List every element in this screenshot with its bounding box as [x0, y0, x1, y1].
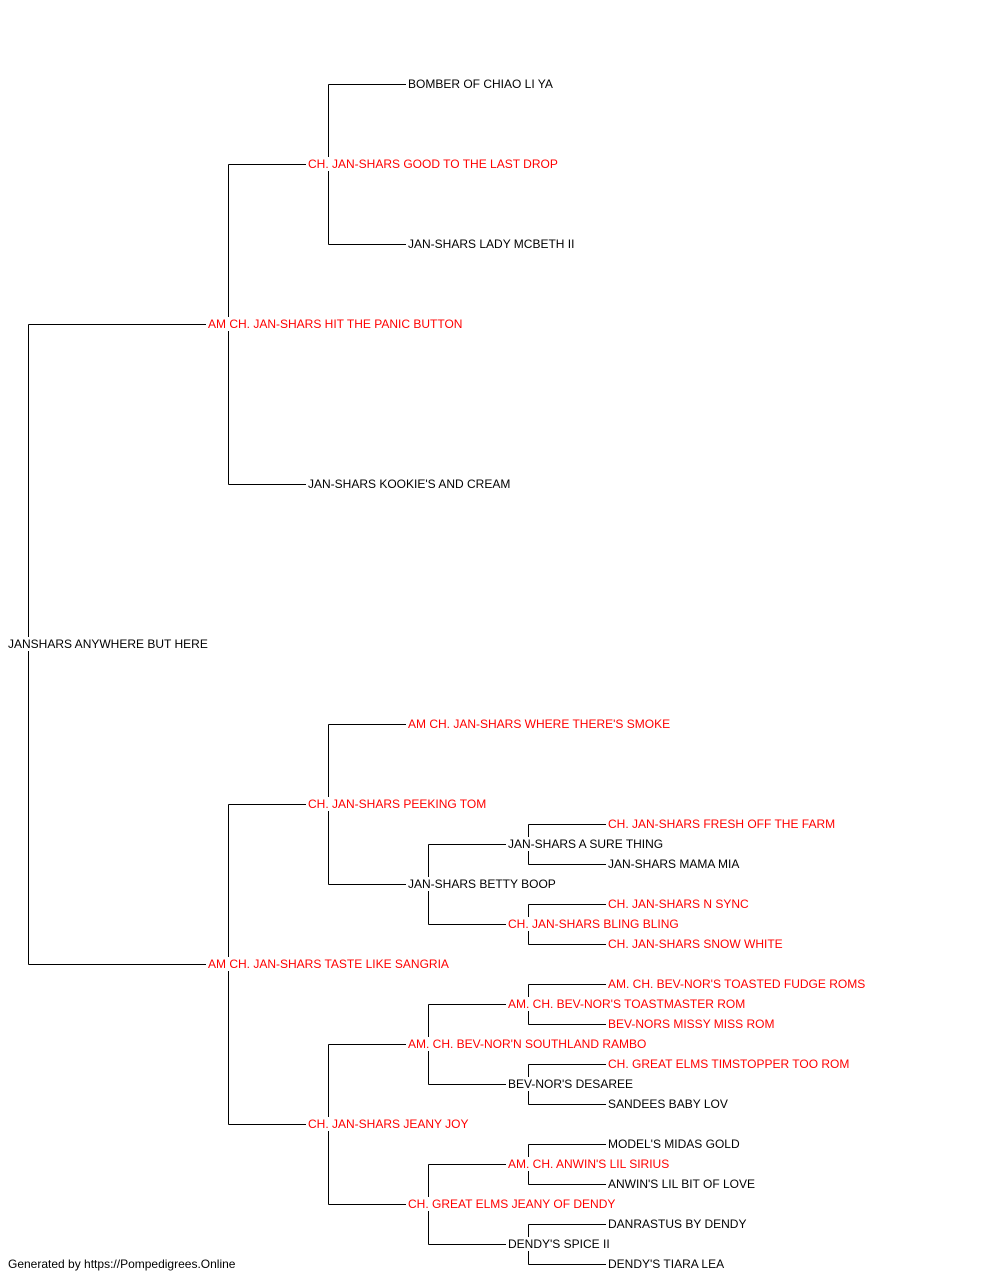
dam-dam-sire-sire-sire-name: AM. CH. BEV-NOR'S TOASTED FUDGE ROMS — [607, 977, 867, 991]
sire-sire-name: CH. JAN-SHARS GOOD TO THE LAST DROP — [307, 157, 559, 171]
dam-sire-dam-dam-sire-name: CH. JAN-SHARS N SYNC — [607, 897, 750, 911]
dam-dam-sire-dam-sire-name: CH. GREAT ELMS TIMSTOPPER TOO ROM — [607, 1057, 851, 1071]
dam-dam-sire-dam-name: BEV-NOR'S DESAREE — [507, 1077, 634, 1091]
dam-dam-name: CH. JAN-SHARS JEANY JOY — [307, 1117, 470, 1131]
sire-sire-dam-name: JAN-SHARS LADY MCBETH II — [407, 237, 576, 251]
dam-sire-dam-sire-dam-name: JAN-SHARS MAMA MIA — [607, 857, 741, 871]
dam-dam-sire-sire-dam-name: BEV-NORS MISSY MISS ROM — [607, 1017, 776, 1031]
sire-sire-sire-name: BOMBER OF CHIAO LI YA — [407, 77, 554, 91]
dam-sire-dam-dam-name: CH. JAN-SHARS BLING BLING — [507, 917, 680, 931]
dam-dam-dam-dam-name: DENDY'S SPICE II — [507, 1237, 611, 1251]
sire-name: AM CH. JAN-SHARS HIT THE PANIC BUTTON — [207, 317, 464, 331]
dam-dam-dam-sire-name: AM. CH. ANWIN'S LIL SIRIUS — [507, 1157, 671, 1171]
dam-dam-dam-sire-sire-name: MODEL'S MIDAS GOLD — [607, 1137, 741, 1151]
dam-dam-dam-dam-dam-name: DENDY'S TIARA LEA — [607, 1257, 726, 1271]
dam-sire-dam-dam-dam-name: CH. JAN-SHARS SNOW WHITE — [607, 937, 784, 951]
dam-name: AM CH. JAN-SHARS TASTE LIKE SANGRIA — [207, 957, 450, 971]
dam-sire-name: CH. JAN-SHARS PEEKING TOM — [307, 797, 488, 811]
dam-sire-dam-sire-sire-name: CH. JAN-SHARS FRESH OFF THE FARM — [607, 817, 837, 831]
dam-dam-dam-dam-sire-name: DANRASTUS BY DENDY — [607, 1217, 748, 1231]
sire-dam-name: JAN-SHARS KOOKIE'S AND CREAM — [307, 477, 512, 491]
dam-sire-sire-name: AM CH. JAN-SHARS WHERE THERE'S SMOKE — [407, 717, 672, 731]
dam-dam-dam-sire-dam-name: ANWIN'S LIL BIT OF LOVE — [607, 1177, 756, 1191]
dam-dam-sire-name: AM. CH. BEV-NOR'N SOUTHLAND RAMBO — [407, 1037, 648, 1051]
dam-dam-dam-name: CH. GREAT ELMS JEANY OF DENDY — [407, 1197, 617, 1211]
dam-dam-sire-dam-dam-name: SANDEES BABY LOV — [607, 1097, 729, 1111]
subject-name: JANSHARS ANYWHERE BUT HERE — [7, 637, 209, 651]
dam-dam-sire-sire-name: AM. CH. BEV-NOR'S TOASTMASTER ROM — [507, 997, 747, 1011]
dam-sire-dam-name: JAN-SHARS BETTY BOOP — [407, 877, 557, 891]
dam-sire-dam-sire-name: JAN-SHARS A SURE THING — [507, 837, 665, 851]
generated-by-footer: Generated by https://Pompedigrees.Online — [8, 1257, 236, 1271]
